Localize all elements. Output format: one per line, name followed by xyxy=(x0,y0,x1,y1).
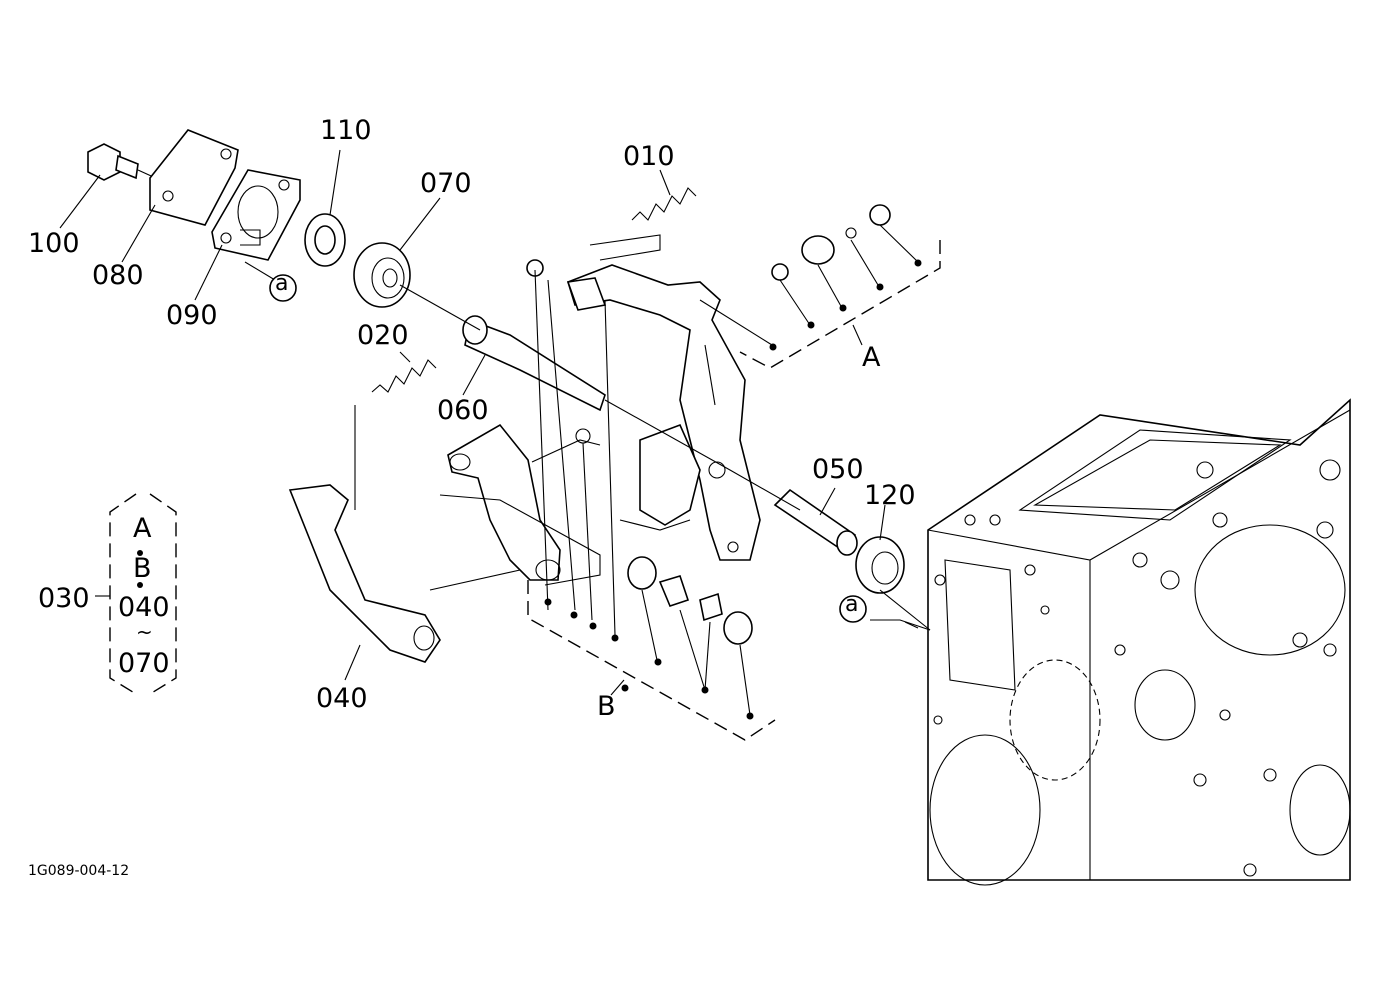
label-020: 020 xyxy=(357,320,409,351)
lever-040 xyxy=(288,484,441,663)
label-040: 040 xyxy=(316,683,368,714)
label-group-b: B xyxy=(597,691,616,722)
ref-a-2: a xyxy=(845,592,859,617)
governor-lever-bracket xyxy=(567,264,761,561)
label-120: 120 xyxy=(864,480,916,511)
label-group-a: A xyxy=(862,342,881,373)
set-030-bracket-left xyxy=(109,493,137,695)
label-060: 060 xyxy=(437,395,489,426)
ref-a-circle-2 xyxy=(839,595,867,623)
bushing-110 xyxy=(304,213,346,267)
pin-050 xyxy=(773,488,858,556)
bearing-070 xyxy=(353,242,411,308)
label-100: 100 xyxy=(28,228,80,259)
ref-a-1: a xyxy=(275,271,289,296)
label-leaders xyxy=(59,149,919,696)
label-030: 030 xyxy=(38,583,90,614)
shaft-060 xyxy=(462,315,606,412)
set-030-line-4: ~ xyxy=(136,620,153,644)
label-080: 080 xyxy=(92,260,144,291)
label-050: 050 xyxy=(812,454,864,485)
set-030-line-2: B xyxy=(133,553,152,584)
bearing-120 xyxy=(855,536,905,594)
cover-080 xyxy=(149,129,239,226)
leader-lines xyxy=(240,224,931,716)
ref-a-circle-1 xyxy=(269,274,297,302)
spring-020 xyxy=(371,359,437,393)
set-030-bracket-right xyxy=(149,493,177,695)
engine-block xyxy=(927,398,1351,886)
diagram-code: 1G089-004-12 xyxy=(28,863,130,879)
spring-010 xyxy=(631,187,697,221)
set-030-line-3: 040 xyxy=(118,592,170,623)
group-b-outline xyxy=(527,580,776,741)
gasket-090 xyxy=(211,169,301,261)
label-010: 010 xyxy=(623,141,675,172)
set-030-line-5: 070 xyxy=(118,648,170,679)
group-a-outline xyxy=(739,240,941,369)
set-030-line-1: A xyxy=(133,513,152,544)
label-070: 070 xyxy=(420,168,472,199)
small-parts xyxy=(526,204,891,645)
label-110: 110 xyxy=(320,115,372,146)
label-090: 090 xyxy=(166,300,218,331)
reference-dots xyxy=(137,259,922,720)
fork-lever xyxy=(447,423,701,581)
